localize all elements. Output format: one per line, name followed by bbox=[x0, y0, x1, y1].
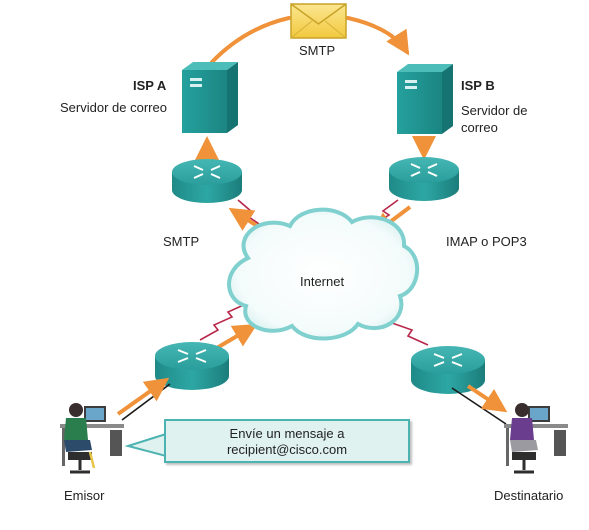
callout-line-2: recipient@cisco.com bbox=[226, 442, 348, 457]
isp-b-label: ISP B bbox=[461, 78, 495, 93]
server-icon bbox=[182, 62, 238, 133]
isp-a-label: ISP A bbox=[133, 78, 167, 93]
server-icon bbox=[397, 64, 453, 134]
router-to-recipient-link bbox=[451, 384, 508, 425]
callout-line-1: Envíe un mensaje a bbox=[229, 426, 345, 441]
smtp-server-to-server-arrow bbox=[210, 16, 410, 64]
imap-pop3-label: IMAP o POP3 bbox=[446, 234, 527, 249]
server-b-label-line2: correo bbox=[461, 120, 498, 135]
server-b-label-line1: Servidor de bbox=[461, 103, 528, 118]
router-icon bbox=[155, 342, 229, 390]
sender-label: Emisor bbox=[64, 488, 105, 503]
internet-label: Internet bbox=[300, 274, 345, 289]
router-icon bbox=[172, 159, 242, 203]
recipient-label: Destinatario bbox=[494, 488, 564, 503]
callout-pointer bbox=[124, 432, 167, 458]
server-a-label: Servidor de correo bbox=[60, 100, 167, 115]
sender-to-router-link bbox=[116, 377, 171, 421]
person-at-computer-icon bbox=[504, 403, 568, 474]
smtp-top-label: SMTP bbox=[299, 43, 336, 58]
router-icon bbox=[389, 157, 459, 201]
message-callout: Envíe un mensaje a recipient@cisco.com bbox=[164, 419, 410, 463]
router-icon bbox=[411, 346, 485, 394]
cloud-icon bbox=[227, 207, 420, 341]
smtp-left-label: SMTP bbox=[163, 234, 200, 249]
envelope-icon bbox=[290, 3, 347, 39]
person-at-computer-icon bbox=[60, 403, 124, 474]
